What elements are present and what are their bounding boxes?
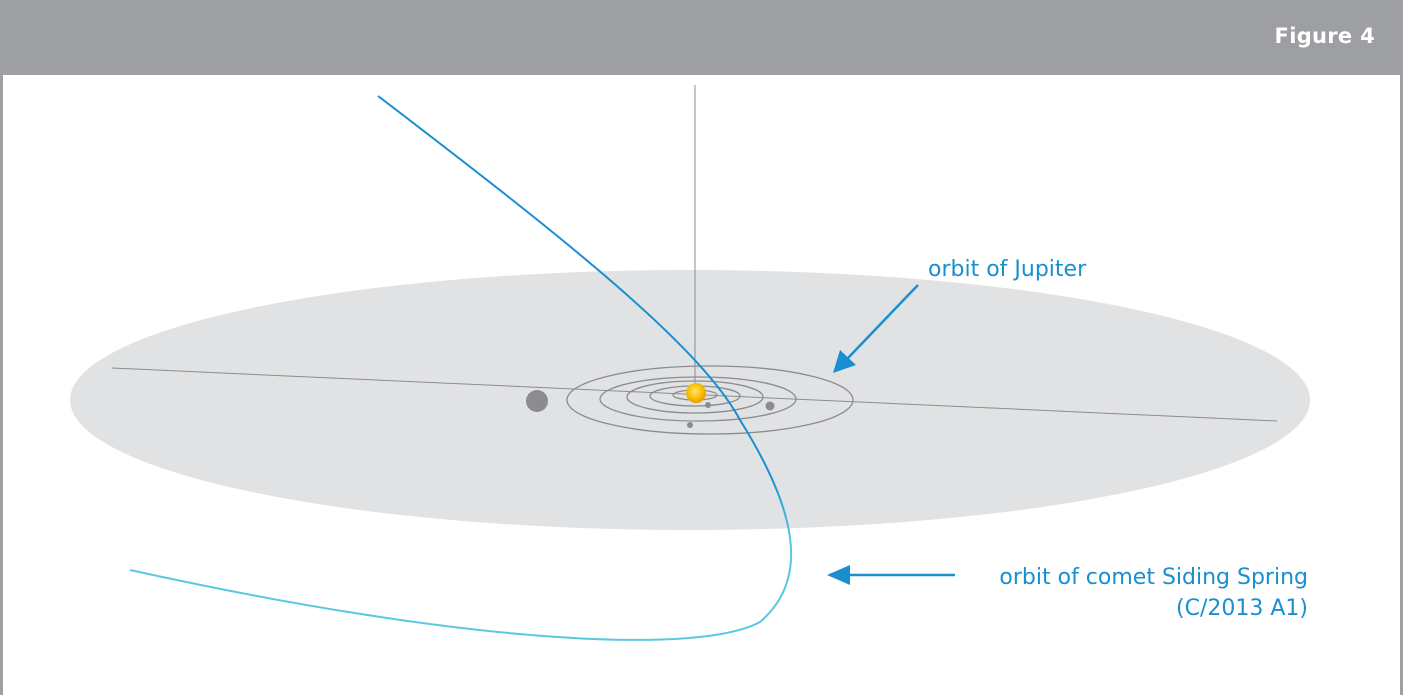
comet-arrow bbox=[827, 565, 955, 585]
orbit-ring-3 bbox=[626, 380, 764, 414]
comet-orbit-label: orbit of comet Siding Spring bbox=[999, 565, 1308, 590]
planet-small-1 bbox=[705, 402, 711, 408]
figure-title: Figure 4 bbox=[1274, 24, 1375, 48]
comet-orbit-path bbox=[129, 95, 793, 641]
orbit-ring-4 bbox=[599, 376, 797, 422]
planet-large bbox=[526, 390, 548, 412]
planet-medium bbox=[765, 401, 775, 411]
jupiter-orbit-label: orbit of Jupiter bbox=[928, 257, 1087, 282]
jupiter-arrow bbox=[833, 284, 919, 373]
planet-small-2 bbox=[687, 422, 693, 428]
comet-designation-label: (C/2013 A1) bbox=[1176, 596, 1308, 621]
sun bbox=[686, 383, 706, 403]
orbit-ring-5 bbox=[566, 365, 854, 435]
figure-header: Figure 4 bbox=[0, 0, 1403, 75]
